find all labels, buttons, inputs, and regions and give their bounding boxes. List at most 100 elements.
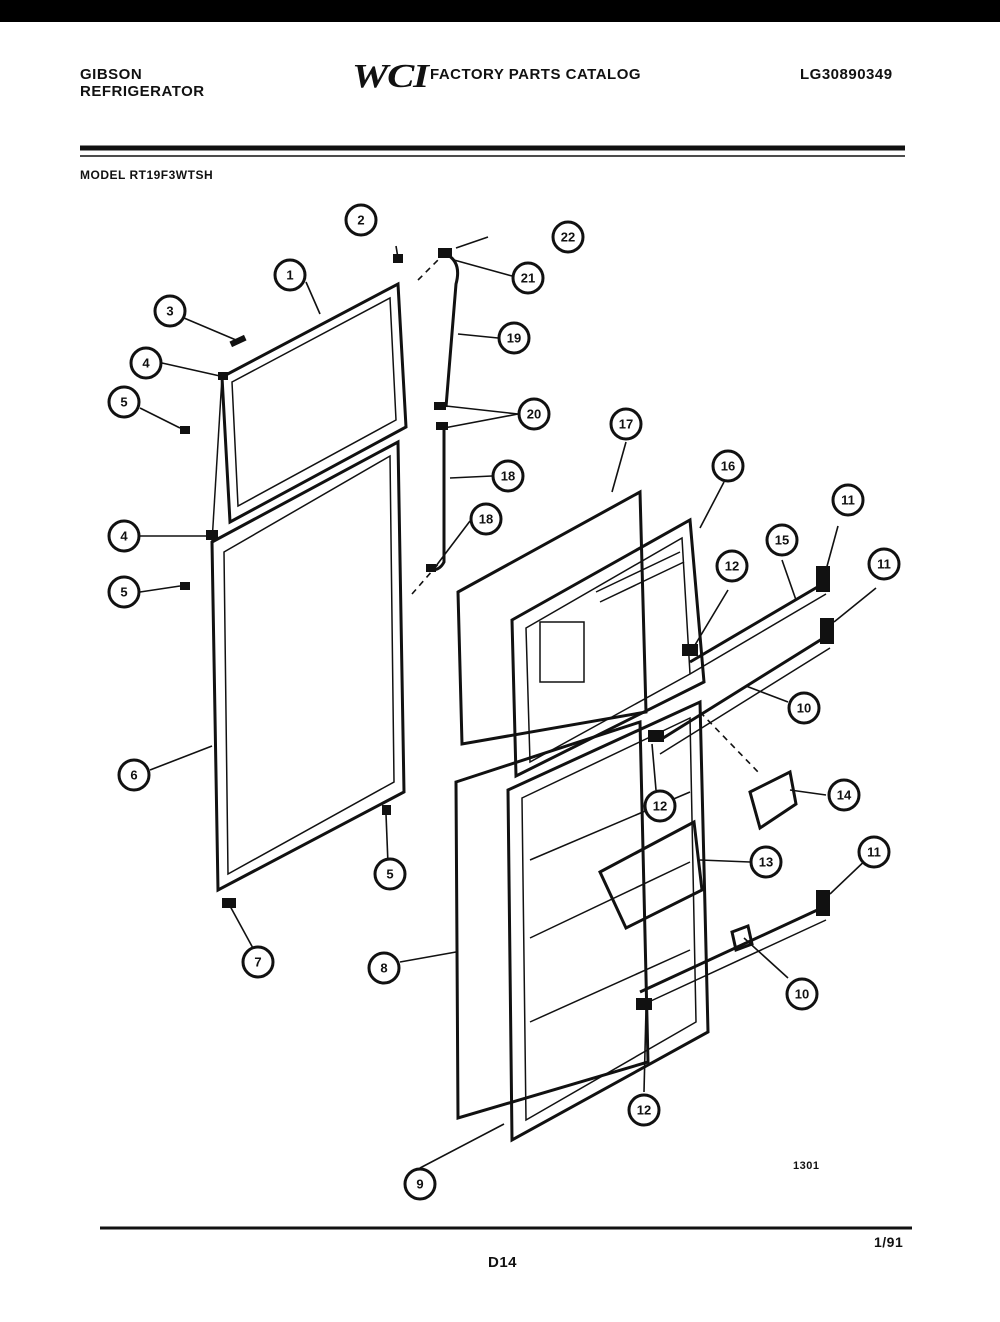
freezer-door-outer <box>220 281 408 525</box>
svg-text:5: 5 <box>120 585 127 600</box>
bar-end <box>730 923 754 953</box>
clip <box>648 730 664 742</box>
svg-text:16: 16 <box>721 459 735 474</box>
svg-text:5: 5 <box>386 867 393 882</box>
callout-18: 18 <box>469 502 503 536</box>
screw <box>180 426 190 434</box>
callout-5: 5 <box>107 385 141 419</box>
callout-13: 13 <box>749 845 783 879</box>
freezer-door-handle <box>434 248 460 410</box>
svg-text:18: 18 <box>501 469 515 484</box>
clip <box>636 998 652 1010</box>
callout-12: 12 <box>627 1093 661 1127</box>
shelf-retainer-clip <box>699 711 798 831</box>
door-shelf-bar <box>689 566 830 675</box>
svg-text:17: 17 <box>619 417 633 432</box>
svg-text:6: 6 <box>130 768 137 783</box>
svg-text:7: 7 <box>254 955 261 970</box>
svg-text:5: 5 <box>120 395 127 410</box>
callout-7: 7 <box>241 945 275 979</box>
svg-text:4: 4 <box>120 529 128 544</box>
callout-10: 10 <box>787 691 821 725</box>
brand-block: GIBSON REFRIGERATOR <box>80 66 205 100</box>
callout-5: 5 <box>107 575 141 609</box>
callout-12: 12 <box>643 789 677 823</box>
svg-text:8: 8 <box>380 961 387 976</box>
callout-17: 17 <box>609 407 643 441</box>
exploded-parts-diagram: 2 1 3 4 5 4 5 6 7 5 8 9 22 21 19 20 18 1… <box>80 145 912 1230</box>
callout-16: 16 <box>711 449 745 483</box>
callout-4: 4 <box>107 519 141 553</box>
callout-19: 19 <box>497 321 531 355</box>
hinge-cover <box>229 334 247 348</box>
screw <box>180 582 190 590</box>
freezer-door-liner <box>510 517 706 779</box>
callout-2: 2 <box>344 203 378 237</box>
document-number: LG30890349 <box>800 66 893 83</box>
wci-logo: WCI <box>352 58 429 95</box>
svg-text:4: 4 <box>142 356 150 371</box>
svg-text:10: 10 <box>797 701 811 716</box>
catalog-sheet: GIBSON REFRIGERATOR WCI FACTORY PARTS CA… <box>0 22 1000 1322</box>
handle-guide <box>411 561 441 595</box>
dairy-door-shelf <box>598 819 704 931</box>
callout-3: 3 <box>153 294 187 328</box>
page-code: D14 <box>488 1254 518 1271</box>
brand-name: GIBSON <box>80 66 143 83</box>
clip <box>682 644 698 656</box>
fresh-food-door-handle <box>426 422 448 572</box>
callout-22: 22 <box>551 220 585 254</box>
door-stop <box>218 372 228 380</box>
callout-18: 18 <box>491 459 525 493</box>
callout-15: 15 <box>765 523 799 557</box>
callout-21: 21 <box>511 261 545 295</box>
figure-number: 1301 <box>793 1160 820 1172</box>
callout-5: 5 <box>373 857 407 891</box>
svg-text:21: 21 <box>521 271 535 286</box>
svg-text:14: 14 <box>837 788 852 803</box>
callout-11: 11 <box>857 835 891 869</box>
svg-text:11: 11 <box>877 557 891 572</box>
door-edge <box>211 376 223 543</box>
catalog-title: FACTORY PARTS CATALOG <box>430 66 642 83</box>
fresh-food-door-outer <box>210 439 406 893</box>
svg-text:9: 9 <box>416 1177 423 1192</box>
callout-11: 11 <box>831 483 865 517</box>
model-label: MODEL RT19F3WTSH <box>80 168 214 182</box>
appliance-type: REFRIGERATOR <box>80 83 205 100</box>
fresh-food-door-gasket <box>454 719 650 1121</box>
callout-10: 10 <box>785 977 819 1011</box>
callout-1: 1 <box>273 258 307 292</box>
date-code: 1/91 <box>874 1234 904 1250</box>
svg-text:11: 11 <box>867 845 881 860</box>
svg-text:10: 10 <box>795 987 809 1002</box>
callout-12: 12 <box>715 549 749 583</box>
svg-text:2: 2 <box>357 213 364 228</box>
svg-text:13: 13 <box>759 855 773 870</box>
door-shelf-bar <box>659 618 834 755</box>
callout-20: 20 <box>517 397 551 431</box>
svg-text:22: 22 <box>561 230 575 245</box>
svg-text:1: 1 <box>286 268 293 283</box>
svg-text:12: 12 <box>653 799 667 814</box>
svg-text:3: 3 <box>166 304 173 319</box>
svg-text:20: 20 <box>527 407 541 422</box>
callout-8: 8 <box>367 951 401 985</box>
door-stop <box>206 530 218 540</box>
svg-text:18: 18 <box>479 512 493 527</box>
svg-text:15: 15 <box>775 533 789 548</box>
screw <box>382 805 391 815</box>
callout-4: 4 <box>129 346 163 380</box>
svg-text:19: 19 <box>507 331 521 346</box>
svg-text:11: 11 <box>841 493 855 508</box>
svg-text:12: 12 <box>637 1103 651 1118</box>
bottom-hinge <box>222 898 236 908</box>
callout-11: 11 <box>867 547 901 581</box>
door-shelf-bar <box>639 890 830 1007</box>
callout-14: 14 <box>827 778 861 812</box>
svg-text:12: 12 <box>725 559 739 574</box>
hinge-pin <box>393 254 403 263</box>
callout-9: 9 <box>403 1167 437 1201</box>
leader-lines <box>139 236 877 1169</box>
